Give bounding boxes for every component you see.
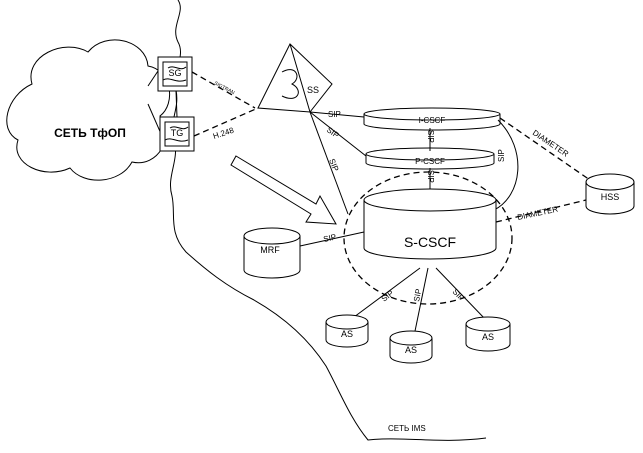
sg-label: SG [168,68,181,78]
ss-scscf-link [309,111,349,215]
sg-tg-link [175,90,178,118]
scscf-node: S-CSCF [363,188,497,260]
ss-scscf-sip-label: SIP [327,157,340,172]
icscf-scscf-link [493,119,519,211]
as3-label: AS [482,332,494,342]
scscf-hss-link [495,199,587,223]
ss-icscf-link [309,111,365,118]
as2-label: AS [405,345,417,355]
mrf-label: MRF [260,245,280,255]
mrf-scscf-link [299,231,365,247]
as-node-3: AS [465,316,511,352]
scscf-as2-sip-label: SIP [412,288,423,302]
sigtran-label: SIGTRAN [213,80,236,96]
ims-pointer-arrow [230,155,337,225]
hss-label: HSS [601,192,620,202]
ims-network-label: СЕТЬ IMS [388,424,426,433]
tg-label: TG [171,128,184,138]
as-node-1: AS [325,314,369,348]
mrf-scscf-sip-label: SIP [323,232,337,243]
icscf-node: I-CSCF [363,107,501,131]
scscf-as3-link [435,267,487,321]
softswitch: SS [257,43,333,113]
as1-label: AS [341,329,353,339]
scscf-as1-link [349,267,421,321]
scscf-hss-diameter-label: DIAMETER [517,205,560,222]
pcscf-scscf-sip-label: SIP [426,170,435,183]
mrf-node: MRF [243,227,301,279]
scscf-as2-link [413,267,429,337]
ss-label: SS [307,85,319,95]
pcscf-label: P-CSCF [415,157,445,166]
pstn-cloud: СЕТЬ ТфОП [6,39,170,181]
scscf-label: S-CSCF [404,234,456,250]
h248-link [193,107,259,137]
as-node-2: AS [389,330,433,364]
pstn-label: СЕТЬ ТфОП [54,126,126,140]
ss-pcscf-link [309,111,367,157]
scscf-domain-boundary [343,171,513,305]
ss-pcscf-sip-label: SIP [325,125,341,140]
sg-gateway: SG [157,56,193,92]
scscf-as3-sip-label: SIP [451,287,466,303]
tg-gateway: TG [159,116,195,152]
scscf-as1-sip-label: SIP [380,289,396,304]
icscf-hss-link [499,117,591,181]
sigtran-link [191,71,256,109]
icscf-scscf-sip-label: SIP [497,149,506,162]
softswitch-arrow-icon [281,69,299,99]
icscf-label: I-CSCF [419,116,446,125]
pcscf-node: P-CSCF [365,147,495,170]
icscf-pcscf-sip-label: SIP [426,130,435,143]
ss-icscf-sip-label: SIP [328,110,341,119]
hss-node: HSS [585,173,635,215]
h248-label: H.248 [212,126,236,141]
